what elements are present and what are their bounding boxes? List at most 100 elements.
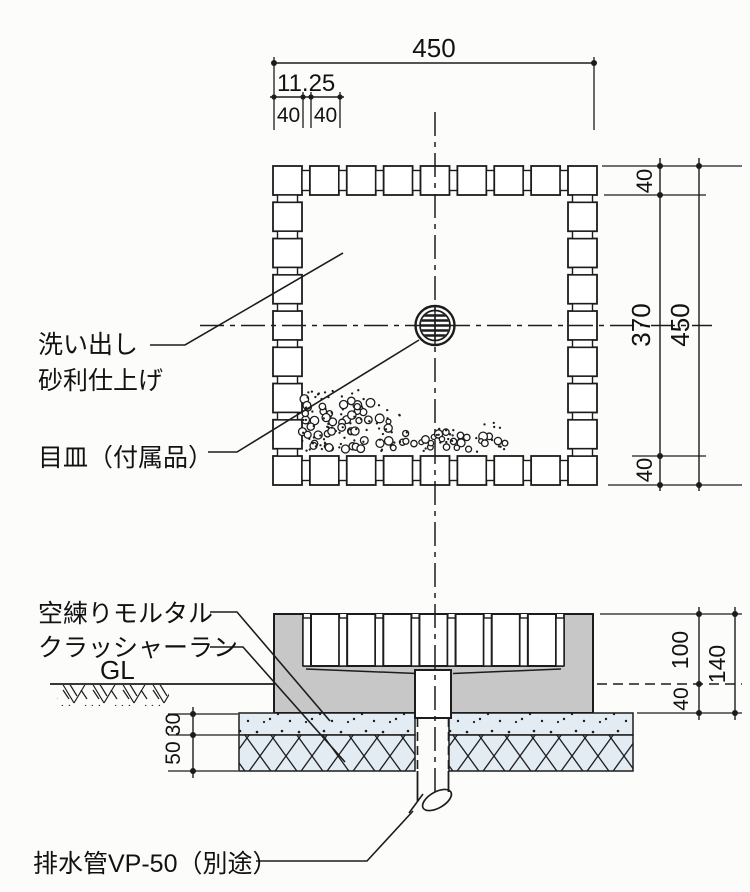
gravel-stone [502, 448, 506, 451]
gravel-stone [338, 399, 349, 410]
block [571, 339, 594, 348]
block [485, 169, 495, 192]
gravel-stone [386, 417, 389, 420]
block [519, 617, 529, 667]
block [490, 613, 521, 667]
block [345, 165, 377, 196]
gravel-stone [493, 425, 496, 429]
block [276, 448, 299, 457]
gravel-stone [490, 438, 494, 442]
block [555, 617, 565, 667]
gravel-stone [322, 438, 326, 441]
gravel-stone [312, 436, 316, 439]
drain-pipe [408, 669, 453, 814]
gravel-stone [389, 444, 397, 452]
gravel-stone [384, 428, 388, 431]
gravel-stone [310, 390, 314, 393]
gravel-stone [499, 445, 502, 448]
block [454, 613, 485, 667]
dim-right-overall: 450 [665, 303, 695, 346]
block [272, 237, 303, 269]
gravel-stone [377, 427, 381, 430]
gravel-stone [312, 424, 315, 428]
gravel-stone [402, 437, 410, 445]
gravel-stone [302, 418, 305, 422]
block [346, 613, 377, 667]
gravel-stone [381, 432, 385, 436]
gravel-stone [365, 428, 368, 432]
gravel-stone [301, 439, 304, 443]
block [272, 346, 303, 378]
gravel-stone [308, 448, 311, 451]
label-drain-pipe: 排水管VP-50（別途） [33, 850, 277, 878]
gravel-stone [319, 434, 322, 437]
gravel-stone [444, 429, 448, 432]
block [567, 237, 598, 269]
block [567, 273, 598, 305]
foundation-layers [238, 712, 634, 772]
block [276, 230, 299, 240]
gravel-stone [314, 445, 318, 448]
block [530, 165, 562, 196]
block [276, 194, 299, 203]
gravel-stone [435, 433, 438, 437]
block [522, 459, 532, 482]
gravel-stone [341, 408, 345, 411]
gravel-stone [359, 418, 363, 421]
gravel-stone [475, 450, 479, 453]
gravel-stone [374, 413, 385, 424]
block [559, 169, 569, 192]
dim-above-gl: 100 [667, 631, 693, 669]
center-lines [200, 112, 712, 797]
pipe-break-symbol [421, 788, 453, 812]
block [493, 165, 525, 196]
block [375, 459, 385, 482]
dim-overall-height: 140 [704, 645, 730, 683]
gravel-stone [393, 441, 396, 444]
gravel-stone [330, 426, 334, 429]
gravel-stone [368, 420, 371, 423]
gravel-stone [311, 410, 314, 413]
dim-block-left: 40 [277, 104, 300, 127]
label-ground-level: GL [100, 655, 135, 685]
block [567, 418, 598, 450]
block [411, 459, 422, 482]
block [567, 201, 598, 233]
leader-wash-finish [150, 252, 344, 346]
dim-block-right: 40 [314, 104, 337, 127]
block [567, 165, 598, 196]
block [567, 382, 598, 414]
block [456, 165, 488, 196]
gravel-stone [359, 435, 369, 446]
dim-crusher-thickness: 50 [162, 741, 185, 764]
ground-line [50, 683, 742, 706]
perimeter-block-frame [272, 165, 598, 486]
gravel-stone [362, 440, 365, 443]
leader-lines [150, 252, 420, 862]
block [338, 459, 348, 482]
gravel-stone [445, 440, 448, 444]
gravel-stone [327, 422, 330, 425]
gravel-stone [451, 434, 454, 437]
gravel-stone [319, 444, 322, 447]
gravel-stone [341, 426, 344, 429]
block [375, 169, 385, 192]
gravel-stone [452, 429, 455, 432]
earth-hatch [57, 685, 169, 706]
gravel-stone [453, 444, 461, 452]
gravel-stone [355, 427, 358, 431]
block [567, 455, 598, 486]
gravel-stone [422, 449, 425, 453]
gravel-stone [340, 413, 343, 416]
block [571, 448, 594, 457]
gravel-stone [362, 397, 365, 401]
gravel-stone [375, 422, 379, 425]
block [382, 165, 414, 196]
gravel-stone [323, 441, 327, 444]
dim-below-gl: 40 [670, 687, 693, 710]
gravel-stone [427, 439, 435, 447]
gravel-stone [386, 409, 389, 412]
block [571, 194, 594, 203]
